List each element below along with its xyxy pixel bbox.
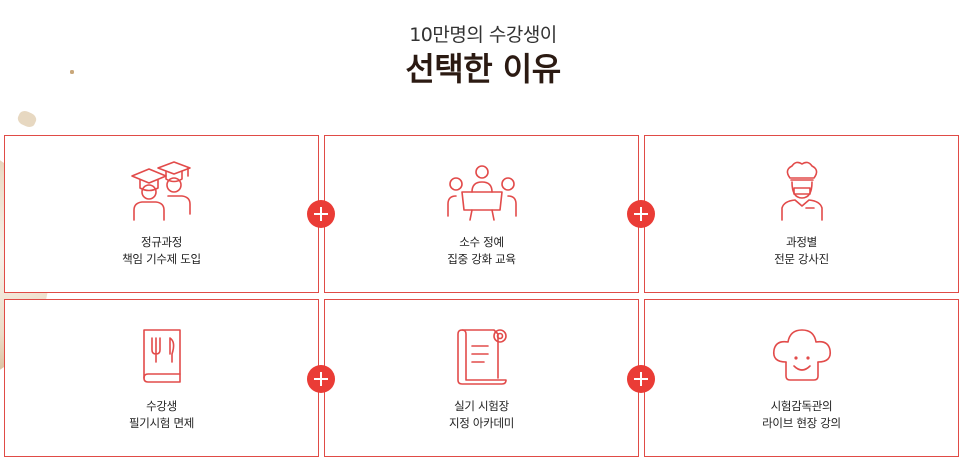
section-title: 선택한 이유: [405, 50, 561, 88]
small-class-icon: [446, 165, 517, 221]
certificate-icon: [456, 329, 507, 385]
plus-badge: [307, 365, 335, 393]
section-subtitle: 10만명의 수강생이: [409, 24, 557, 46]
chef-hat-icon: [772, 329, 831, 381]
plus-badge: [627, 365, 655, 393]
plus-badge: [307, 200, 335, 228]
graduates-icon: [130, 161, 191, 221]
recipe-book-icon: [142, 329, 181, 383]
plus-badge: [627, 200, 655, 228]
chef-instructor-icon: [780, 161, 823, 221]
